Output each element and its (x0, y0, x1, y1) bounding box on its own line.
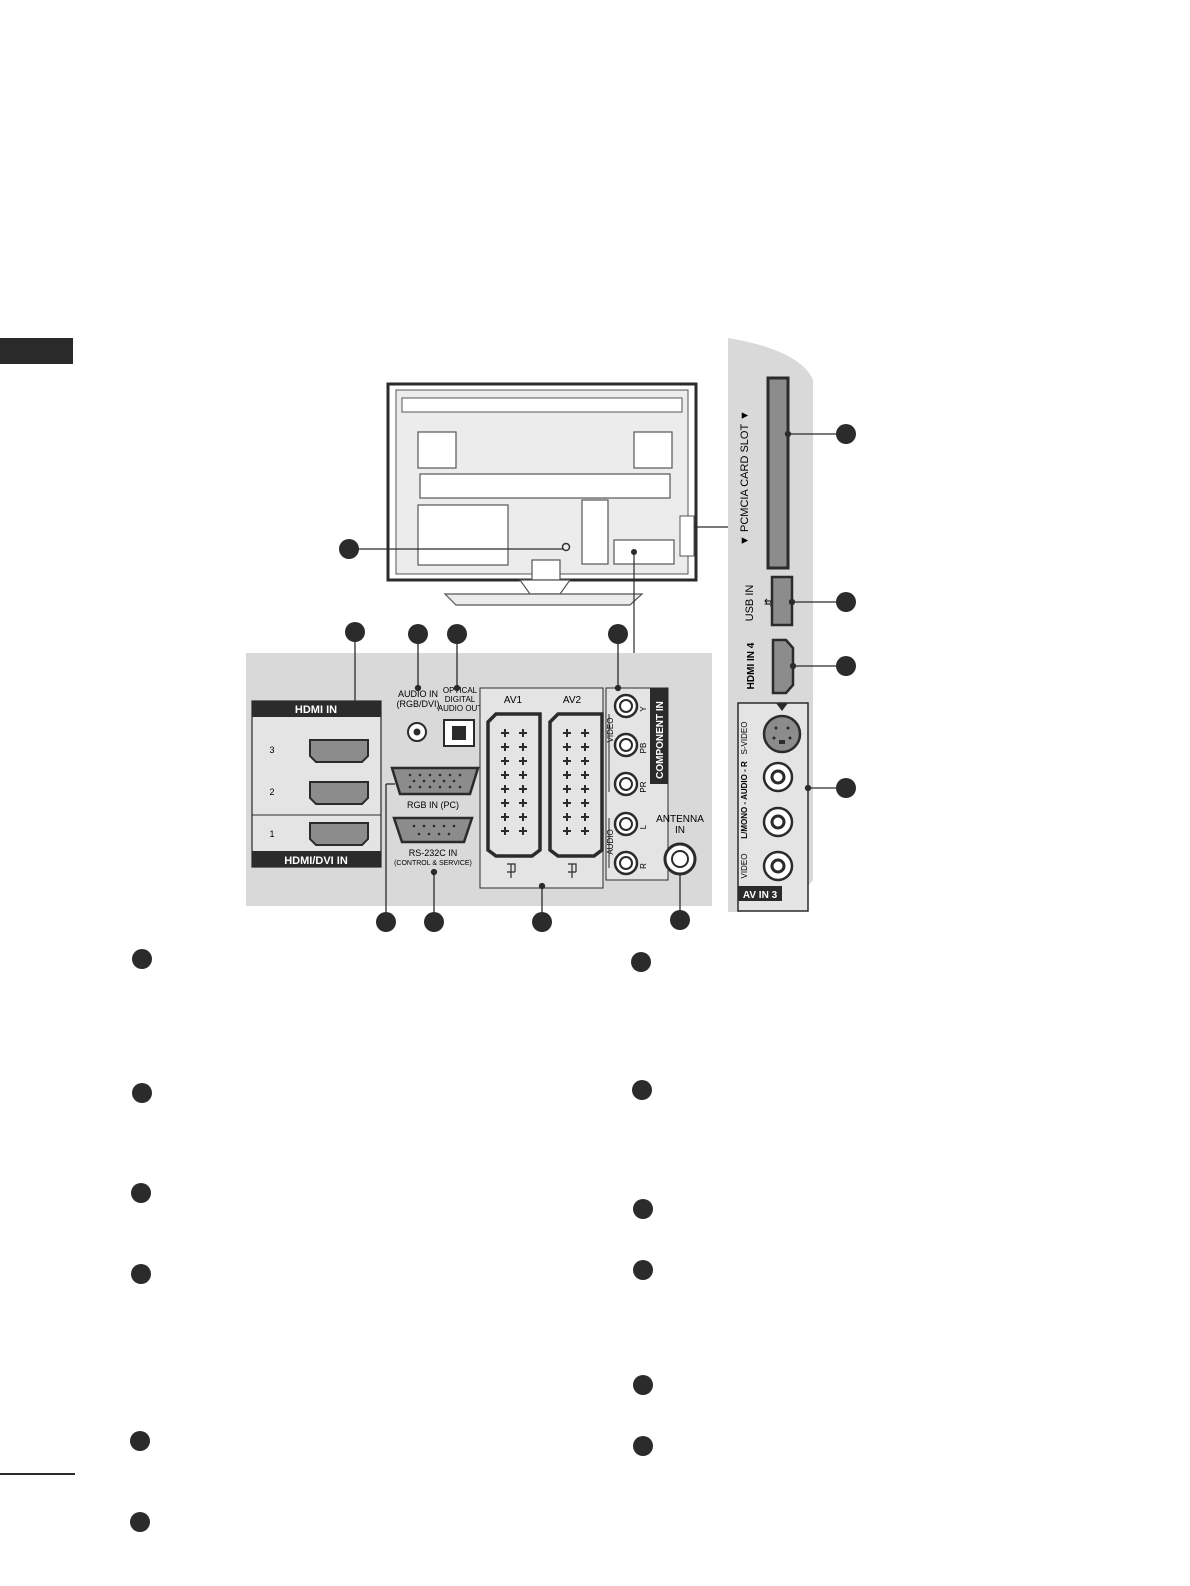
hdmi-in-block: HDMI IN HDMI/DVI IN 3 2 1 (251, 700, 382, 868)
tv-rear-view (349, 382, 728, 656)
pcmcia-label: ▼ PCMCIA CARD SLOT ▼ (739, 410, 751, 546)
callout-dot-pcmcia (836, 424, 856, 444)
footer-rule (0, 1473, 75, 1475)
scart-av2-label: AV2 (563, 695, 582, 706)
component-jack-pr[interactable] (613, 771, 639, 797)
hdmi-port-2[interactable] (309, 781, 369, 805)
hdmi-in-header: HDMI IN (295, 704, 337, 716)
antenna-jack[interactable] (663, 842, 697, 876)
callout-dot-rs232c (424, 912, 444, 932)
side-connector-panel: ▼ PCMCIA CARD SLOT ▼ USB IN ⇆ HDMI IN 4 … (728, 338, 813, 912)
antenna-label-1: ANTENNA (656, 814, 704, 825)
description-bullet (130, 1431, 150, 1451)
s-video-jack[interactable] (762, 714, 802, 754)
component-video-label: VIDEO (606, 718, 615, 743)
description-bullet (633, 1199, 653, 1219)
callout-dot-usb (836, 592, 856, 612)
optical-label-2: DIGITAL (445, 695, 476, 704)
component-audio-label: AUDIO (606, 829, 615, 854)
component-pr-label: PR (639, 781, 648, 792)
audio-in-label-1: AUDIO IN (398, 689, 438, 699)
callout-dot-rgb-in (376, 912, 396, 932)
callout-markers (339, 424, 856, 932)
component-jack-pb[interactable] (613, 732, 639, 758)
callout-dot-scart (532, 912, 552, 932)
hdmi-port-label-3: 3 (269, 745, 274, 755)
component-in-block: COMPONENT IN VIDEO AUDIO Y PB PR L R (605, 687, 669, 881)
description-bullet (131, 1183, 151, 1203)
audio-in-rgb-dvi: AUDIO IN (RGB/DVI) (396, 689, 440, 742)
component-pb-label: PB (639, 743, 648, 754)
description-bullet (131, 1264, 151, 1284)
component-l-label: L (639, 824, 648, 829)
optical-label-3: AUDIO OUT (438, 704, 483, 713)
description-bullet (632, 1080, 652, 1100)
description-bullet (633, 1260, 653, 1280)
callout-dot-av-in3 (836, 778, 856, 798)
audio-in-label-2: (RGB/DVI) (396, 699, 439, 709)
usb-port[interactable] (770, 575, 794, 627)
av3-audio-label: L/MONO - AUDIO - R (740, 761, 749, 839)
optical-label-1: OPTICAL (443, 686, 478, 695)
component-jack-audio-l[interactable] (613, 811, 639, 837)
hdmi-port-1[interactable] (309, 822, 369, 846)
rs232c-port[interactable] (392, 816, 474, 844)
description-bullet (631, 952, 651, 972)
rs232c-label-2: (CONTROL & SERVICE) (394, 860, 472, 867)
rear-connector-panel: HDMI IN HDMI/DVI IN 3 2 1 AUDIO IN (RGB/… (246, 653, 712, 906)
scart-av-block: AV1 AV2 (479, 687, 604, 889)
rs232c-in: RS-232C IN (CONTROL & SERVICE) (392, 816, 474, 867)
rgb-in-pc: RGB IN (PC) (390, 766, 480, 810)
component-r-label: R (639, 863, 648, 869)
scart-av1-label: AV1 (504, 695, 523, 706)
av3-audio-l-jack[interactable] (762, 806, 794, 838)
pcmcia-card-slot[interactable] (766, 376, 790, 570)
antenna-label-2: IN (675, 825, 685, 836)
usb-in-label: USB IN (744, 585, 756, 622)
component-y-label: Y (639, 706, 648, 712)
av3-video-jack[interactable] (762, 850, 794, 882)
chapter-tab-marker (0, 338, 73, 364)
description-bullet (130, 1512, 150, 1532)
hdmi-dvi-in-footer: HDMI/DVI IN (284, 855, 348, 867)
component-in-title: COMPONENT IN (655, 701, 666, 779)
description-bullet (633, 1375, 653, 1395)
optical-digital-audio-out: OPTICAL DIGITAL AUDIO OUT (438, 686, 483, 747)
av3-video-label: VIDEO (740, 854, 749, 879)
component-jack-audio-r[interactable] (613, 850, 639, 876)
callout-dot-optical (447, 624, 467, 644)
scart-av2-port[interactable] (548, 712, 604, 858)
usb-icon: ⇆ (764, 597, 773, 609)
s-video-label: S-VIDEO (740, 722, 749, 755)
rs232c-label-1: RS-232C IN (409, 848, 458, 858)
callout-dot-audio-in (408, 624, 428, 644)
antenna-in: ANTENNA IN (656, 814, 704, 876)
callout-dot-hdmi4 (836, 656, 856, 676)
description-bullet (633, 1436, 653, 1456)
av-in-3-label: AV IN 3 (743, 890, 778, 901)
callout-dot-hdmi (345, 622, 365, 642)
av3-audio-r-jack[interactable] (762, 761, 794, 793)
rgb-in-label: RGB IN (PC) (407, 800, 459, 810)
description-bullet (132, 1083, 152, 1103)
callout-dot-antenna (670, 910, 690, 930)
hdmi-port-3[interactable] (309, 739, 369, 763)
callout-dot-rear-jack (339, 539, 359, 559)
hdmi-in-4-label: HDMI IN 4 (746, 642, 757, 689)
hdmi-in-4-port[interactable] (771, 638, 795, 695)
hdmi-port-label-2: 2 (269, 787, 274, 797)
component-jack-y[interactable] (613, 693, 639, 719)
hdmi-port-label-1: 1 (269, 829, 274, 839)
scart-av1-port[interactable] (486, 712, 542, 858)
callout-dot-component (608, 624, 628, 644)
description-bullet (132, 949, 152, 969)
